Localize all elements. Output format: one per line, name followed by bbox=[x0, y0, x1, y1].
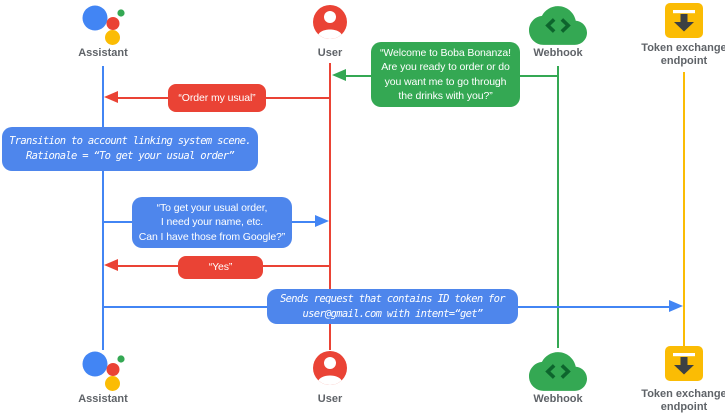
welcome-speech-bubble: “Welcome to Boba Bonanza! Are you ready … bbox=[371, 42, 520, 107]
welcome-arrowhead-icon bbox=[332, 69, 346, 81]
user-label: User bbox=[317, 47, 343, 59]
webhook-label: Webhook bbox=[533, 393, 583, 405]
token-endpoint-lifeline bbox=[683, 72, 685, 346]
yes-arrowhead-icon bbox=[104, 259, 118, 271]
assistant-label: Assistant bbox=[78, 393, 128, 405]
token-endpoint-icon bbox=[665, 3, 703, 38]
user-icon bbox=[313, 5, 347, 39]
assistant-icon bbox=[82, 351, 125, 391]
webhook-icon bbox=[529, 352, 587, 391]
webhook-icon bbox=[529, 6, 587, 45]
user-lifeline bbox=[329, 63, 331, 350]
order-my-usual-arrowhead-icon bbox=[104, 91, 118, 103]
webhook-lifeline bbox=[557, 66, 559, 348]
sends-request-arrowhead-icon bbox=[669, 300, 683, 312]
assistant-icon bbox=[82, 5, 125, 45]
transition-system-note: Transition to account linking system sce… bbox=[2, 127, 258, 171]
order-my-usual-speech-bubble: “Order my usual” bbox=[168, 84, 266, 112]
user-label: User bbox=[317, 393, 343, 405]
user-icon bbox=[313, 351, 347, 385]
webhook-label: Webhook bbox=[533, 47, 583, 59]
assistant-lifeline bbox=[102, 66, 104, 350]
usual-order-prompt-speech-bubble: “To get your usual order, I need your na… bbox=[132, 197, 292, 248]
token-endpoint-label: Token exchange endpoint bbox=[641, 388, 725, 413]
token-endpoint-icon bbox=[665, 346, 703, 381]
sends-request-system-note: Sends request that contains ID token for… bbox=[267, 289, 518, 324]
token-endpoint-label: Token exchange endpoint bbox=[641, 42, 725, 67]
assistant-label: Assistant bbox=[78, 47, 128, 59]
yes-speech-bubble: “Yes” bbox=[178, 256, 263, 279]
usual-order-prompt-arrowhead-icon bbox=[315, 215, 329, 227]
